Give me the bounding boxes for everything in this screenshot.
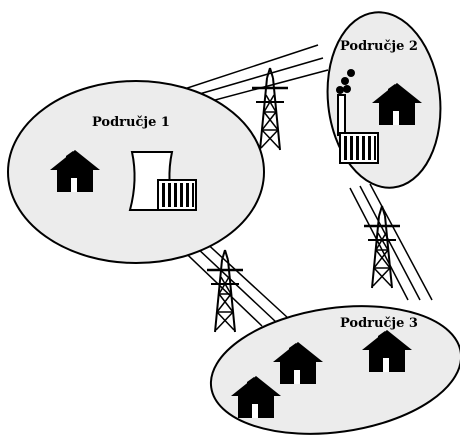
region-1: Područje 1	[7, 80, 265, 264]
region-2-label: Područje 2	[340, 39, 418, 54]
transmission-tower-icon	[250, 66, 290, 152]
region-3-label: Područje 3	[340, 316, 418, 331]
power-plant-icon	[339, 132, 379, 164]
power-plant-icon	[157, 179, 197, 211]
region-1-label: Područje 1	[92, 115, 170, 130]
factory-chimney-icon	[336, 69, 355, 136]
region-2: Područje 2	[326, 11, 442, 189]
region-3: Područje 3	[209, 305, 460, 435]
